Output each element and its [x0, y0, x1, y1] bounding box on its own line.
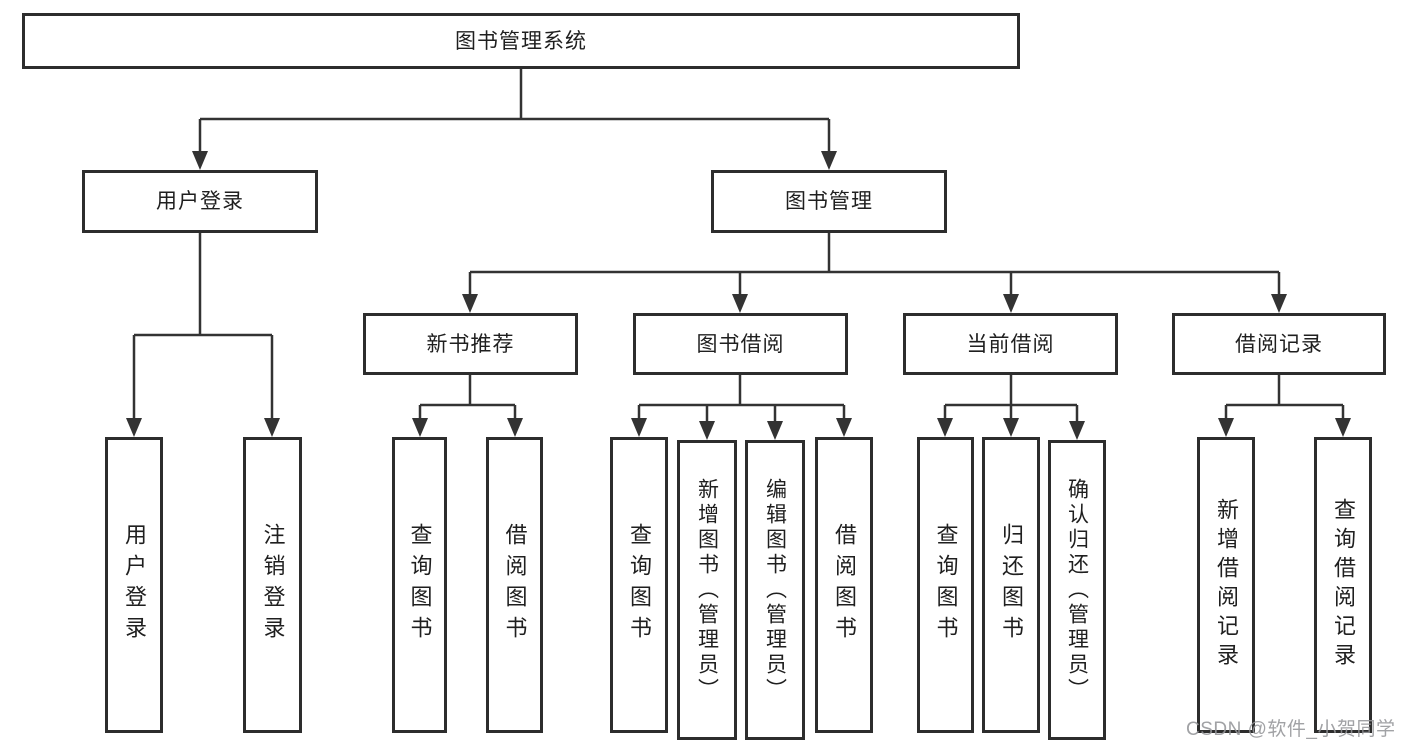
node-book-management: 图书管理	[711, 170, 947, 233]
csdn-watermark: CSDN @软件_小贺同学	[1186, 719, 1396, 740]
leaf-return-books: 归还图书	[982, 437, 1040, 733]
node-new-book-recommend: 新书推荐	[363, 313, 578, 375]
node-user-login: 用户登录	[82, 170, 318, 233]
node-system-root: 图书管理系统	[22, 13, 1020, 69]
node-current-borrow: 当前借阅	[903, 313, 1118, 375]
node-borrow-records: 借阅记录	[1172, 313, 1386, 375]
leaf-query-books-3: 查询图书	[917, 437, 974, 733]
leaf-logout: 注销登录	[243, 437, 302, 733]
leaf-edit-books-admin: 编辑图书（管理员）	[745, 440, 805, 740]
leaf-user-login: 用户登录	[105, 437, 163, 733]
node-book-borrow: 图书借阅	[633, 313, 848, 375]
leaf-query-books-1: 查询图书	[392, 437, 447, 733]
leaf-add-books-admin: 新增图书（管理员）	[677, 440, 737, 740]
leaf-borrow-books-2: 借阅图书	[815, 437, 873, 733]
leaf-query-borrow-record: 查询借阅记录	[1314, 437, 1372, 733]
leaf-confirm-return-admin: 确认归还（管理员）	[1048, 440, 1106, 740]
leaf-add-borrow-record: 新增借阅记录	[1197, 437, 1255, 733]
leaf-borrow-books-1: 借阅图书	[486, 437, 543, 733]
leaf-query-books-2: 查询图书	[610, 437, 668, 733]
